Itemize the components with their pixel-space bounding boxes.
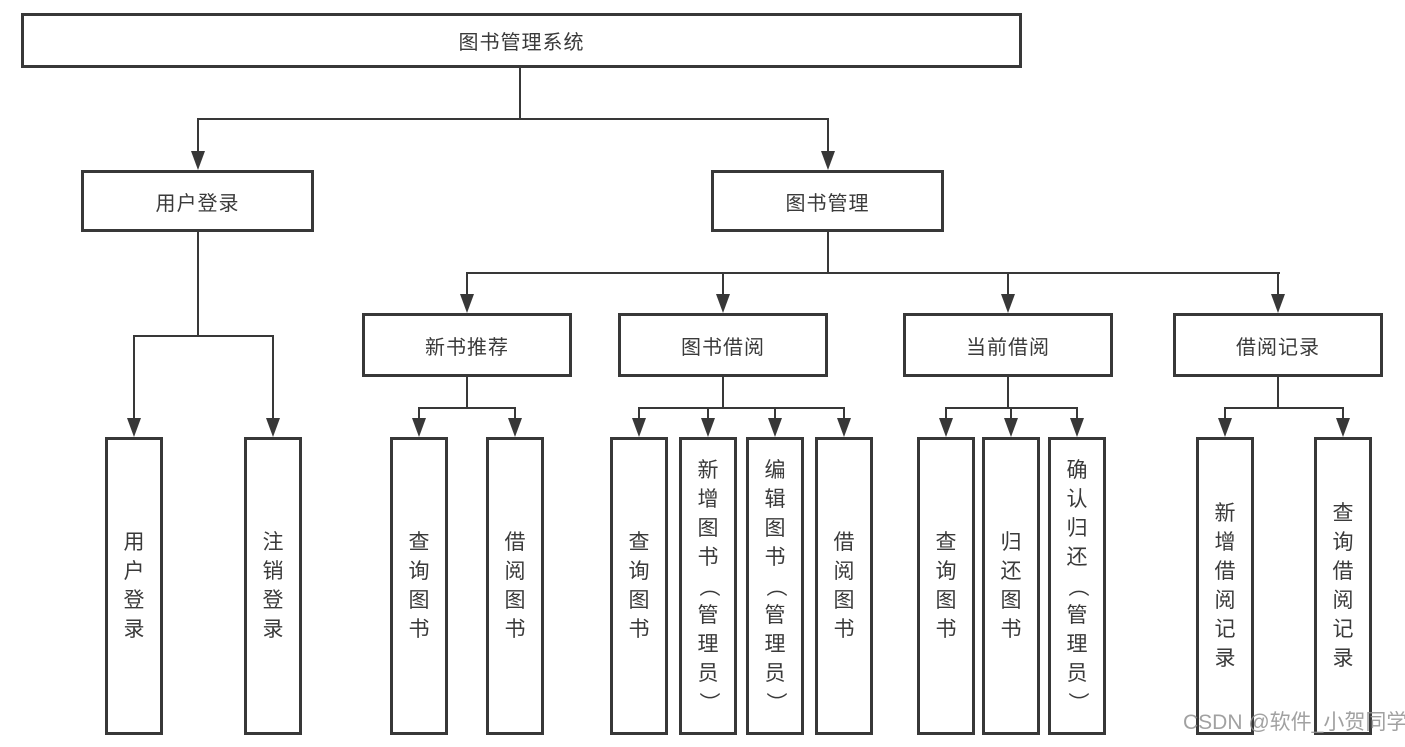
arrowhead [1218, 418, 1232, 437]
node-label: 查询图书 [935, 531, 957, 641]
connector-drop [418, 407, 420, 420]
connector-drop [945, 407, 947, 420]
node-label: 借阅记录 [1236, 336, 1320, 359]
connector-drop-book-borrow [722, 272, 724, 297]
arrowhead-leaf-user-login [127, 418, 141, 437]
leaf-query-books-borrow: 查询图书 [610, 437, 668, 735]
leaf-add-book-admin: 新增图书（管理员） [679, 437, 737, 735]
node-label: 注销登录 [262, 531, 284, 641]
arrowhead-book-management [821, 151, 835, 170]
leaf-query-books-recommend: 查询图书 [390, 437, 448, 735]
connector-current-borrow-stem [1007, 377, 1009, 407]
node-label: 编辑图书（管理员） [763, 458, 787, 713]
node-label: 确认归还（管理员） [1065, 458, 1089, 713]
arrowhead [1004, 418, 1018, 437]
connector-borrow-records-branch [1224, 407, 1344, 409]
leaf-edit-book-admin: 编辑图书（管理员） [746, 437, 804, 735]
connector-drop-new-book [466, 272, 468, 297]
connector-drop-leaf-user-login [133, 335, 135, 420]
connector-root-branch [197, 118, 829, 120]
node-book-management: 图书管理 [711, 170, 944, 232]
connector-book-borrow-stem [722, 377, 724, 407]
connector-borrow-records-stem [1277, 377, 1279, 407]
connector-drop-leaf-logout [272, 335, 274, 420]
node-user-login: 用户登录 [81, 170, 314, 232]
connector-drop [1010, 407, 1012, 420]
leaf-confirm-return-admin: 确认归还（管理员） [1048, 437, 1106, 735]
arrowhead [768, 418, 782, 437]
connector-drop [514, 407, 516, 420]
connector-new-book-stem [466, 377, 468, 407]
arrowhead-leaf-logout [266, 418, 280, 437]
csdn-watermark: CSDN @软件_小贺同学 [1183, 711, 1405, 734]
arrowhead [939, 418, 953, 437]
connector-root-stem [519, 68, 521, 118]
connector-book-management-branch [466, 272, 1280, 274]
node-label: 查询借阅记录 [1332, 502, 1354, 670]
node-new-book-recommend: 新书推荐 [362, 313, 572, 377]
arrowhead [1070, 418, 1084, 437]
connector-book-borrow-branch [638, 407, 845, 409]
connector-drop [1342, 407, 1344, 420]
node-label: 新增借阅记录 [1214, 502, 1236, 670]
node-current-borrow: 当前借阅 [903, 313, 1113, 377]
connector-drop [843, 407, 845, 420]
node-label: 查询图书 [628, 531, 650, 641]
node-book-borrow: 图书借阅 [618, 313, 828, 377]
arrowhead [508, 418, 522, 437]
connector-drop [1224, 407, 1226, 420]
leaf-logout: 注销登录 [244, 437, 302, 735]
leaf-user-login: 用户登录 [105, 437, 163, 735]
arrowhead-user-login [191, 151, 205, 170]
arrowhead [701, 418, 715, 437]
node-label: 新增图书（管理员） [696, 458, 720, 713]
arrowhead [632, 418, 646, 437]
connector-drop-user-login [197, 118, 199, 154]
node-label: 当前借阅 [966, 336, 1050, 359]
connector-drop-borrow-records [1277, 272, 1279, 297]
leaf-add-borrow-record: 新增借阅记录 [1196, 437, 1254, 735]
node-label: 归还图书 [1000, 531, 1022, 641]
connector-user-login-stem [197, 232, 199, 335]
connector-drop [638, 407, 640, 420]
node-label: 查询图书 [408, 531, 430, 641]
arrowhead-borrow-records [1271, 294, 1285, 313]
node-root: 图书管理系统 [21, 13, 1022, 68]
node-label: 图书借阅 [681, 336, 765, 359]
node-label: 用户登录 [155, 192, 240, 215]
node-label: 借阅图书 [504, 531, 526, 641]
connector-user-login-branch [133, 335, 274, 337]
arrowhead-new-book [460, 294, 474, 313]
connector-new-book-branch [418, 407, 516, 409]
node-borrow-records: 借阅记录 [1173, 313, 1383, 377]
leaf-query-books-current: 查询图书 [917, 437, 975, 735]
node-label: 借阅图书 [833, 531, 855, 641]
connector-drop [774, 407, 776, 420]
leaf-borrow-books-recommend: 借阅图书 [486, 437, 544, 735]
arrowhead [1336, 418, 1350, 437]
connector-drop [707, 407, 709, 420]
arrowhead [412, 418, 426, 437]
connector-drop-current-borrow [1007, 272, 1009, 297]
connector-book-management-stem [827, 232, 829, 272]
node-label: 图书管理系统 [458, 32, 585, 54]
connector-drop-book-management [827, 118, 829, 154]
leaf-query-borrow-record: 查询借阅记录 [1314, 437, 1372, 735]
leaf-return-book: 归还图书 [982, 437, 1040, 735]
arrowhead-book-borrow [716, 294, 730, 313]
node-label: 用户登录 [123, 531, 145, 641]
leaf-borrow-books-borrow: 借阅图书 [815, 437, 873, 735]
node-label: 新书推荐 [425, 336, 509, 359]
arrowhead-current-borrow [1001, 294, 1015, 313]
connector-drop [1076, 407, 1078, 420]
node-label: 图书管理 [785, 192, 870, 215]
arrowhead [837, 418, 851, 437]
